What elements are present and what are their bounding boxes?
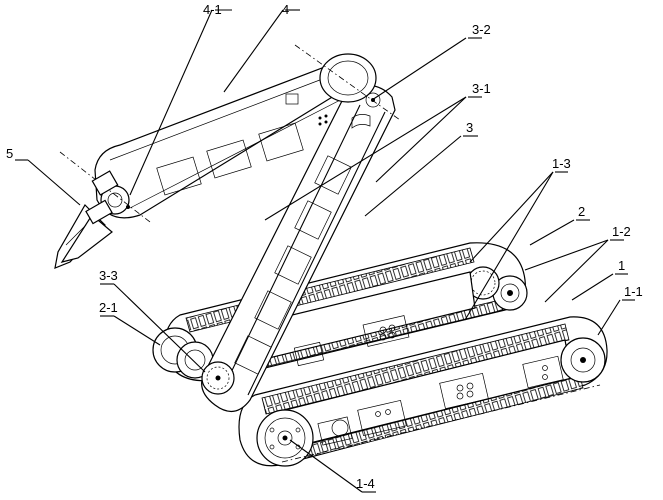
label-3-1: 3-1: [472, 81, 491, 96]
upper-arm-link: [59, 44, 401, 223]
label-4-1: 4-1: [203, 2, 222, 17]
label-3: 3: [466, 120, 473, 135]
label-5: 5: [6, 146, 13, 161]
label-1-4: 1-4: [356, 476, 375, 491]
leader-lines: [15, 9, 635, 493]
lower-arm-link: [201, 84, 396, 412]
label-1: 1: [618, 258, 625, 273]
label-1-1: 1-1: [624, 284, 643, 299]
callout-labels: 4-1 4 3-2 3-1 3 5 1-3 2 1-2 1 1-1 3-3 2-…: [6, 2, 643, 491]
main-track-assembly: [238, 316, 608, 467]
label-2: 2: [578, 204, 585, 219]
label-1-3: 1-3: [552, 156, 571, 171]
label-2-1: 2-1: [99, 300, 118, 315]
label-3-3: 3-3: [99, 268, 118, 283]
label-3-2: 3-2: [472, 22, 491, 37]
label-1-2: 1-2: [612, 224, 631, 239]
gripper: [54, 170, 119, 269]
label-4: 4: [282, 2, 289, 17]
